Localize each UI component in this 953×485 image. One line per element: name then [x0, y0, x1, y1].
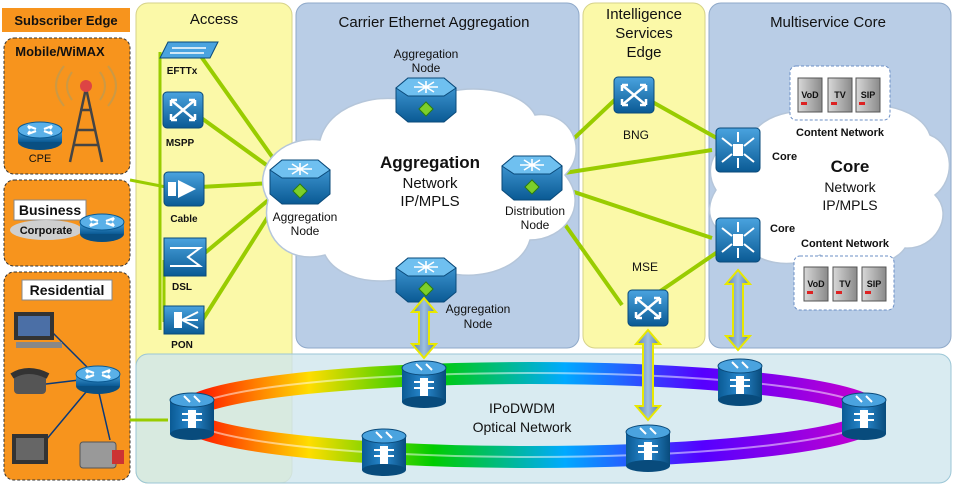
efttx-device	[159, 41, 219, 59]
core-router-top-icon	[715, 127, 761, 173]
cpe-router-icon	[16, 120, 64, 152]
access-aggregation-node-icon	[269, 159, 331, 205]
phone-icon	[10, 368, 50, 394]
residential-label-box	[21, 279, 113, 301]
cpe-label: CPE	[29, 153, 52, 165]
core-router-bottom-label: Core	[770, 223, 795, 235]
bng-icon	[612, 75, 656, 115]
bottom-node-label-2: Node	[464, 317, 493, 331]
residential-links	[45, 329, 111, 441]
bottom-aggregation-node-icon	[395, 257, 457, 303]
optical-node-west-icon	[169, 392, 215, 441]
access-title: Access	[190, 11, 238, 28]
optical-title: IPoDWDM	[489, 400, 555, 416]
dsl-icon	[163, 237, 207, 277]
subscriber-access-links	[129, 52, 168, 422]
tv-icon	[12, 434, 48, 464]
cable-icon	[163, 171, 205, 207]
aggregation-cloud	[262, 88, 577, 282]
core-cloud-title: Core	[831, 157, 870, 176]
bottom-node-label-1: Aggregation	[446, 302, 511, 316]
sip-label-bottom: SIP	[867, 279, 882, 289]
business-router-icon	[78, 212, 126, 244]
top-node-label-2: Node	[412, 61, 441, 75]
optical-node-south-icon	[625, 424, 671, 473]
core-title: Multiservice Core	[770, 14, 886, 31]
business-title: Business	[19, 202, 81, 218]
cable-label: Cable	[170, 214, 198, 225]
access-agg-label-1: Aggregation	[273, 210, 338, 224]
mspp-label: MSPP	[166, 138, 195, 149]
vertical-arrows	[409, 268, 753, 422]
mse-icon	[626, 288, 670, 328]
subscriber-edge-header	[2, 8, 130, 32]
carrier-title: Carrier Ethernet Aggregation	[339, 14, 530, 31]
computer-icon	[14, 312, 62, 348]
agg-cloud-title: Aggregation	[380, 153, 480, 172]
optical-node-southwest-icon	[361, 428, 407, 477]
core-cloud-line3: IP/MPLS	[822, 197, 877, 213]
business-label-box	[13, 199, 87, 221]
sip-label-top: SIP	[861, 90, 876, 100]
mobile-title: Mobile/WiMAX	[15, 44, 105, 59]
corporate-label: Corporate	[20, 225, 73, 237]
cell-tower-icon	[55, 65, 117, 163]
vod-label-top: VoD	[801, 90, 819, 100]
efttx-label: EFTTx	[167, 66, 198, 77]
distribution-node-icon	[501, 155, 563, 201]
tv-label-top: TV	[834, 90, 846, 100]
pon-label: PON	[171, 340, 193, 351]
corporate-cloud	[10, 220, 82, 240]
content-network-top-label: Content Network	[796, 127, 885, 139]
mspp-icon	[161, 90, 205, 130]
camera-icon	[79, 441, 124, 469]
residential-title: Residential	[30, 282, 105, 298]
intelligence-title-2: Services	[615, 25, 673, 42]
agg-cloud-line2: Network	[402, 175, 458, 192]
subscriber-edge-title: Subscriber Edge	[14, 13, 117, 28]
optical-subtitle: Optical Network	[473, 419, 573, 435]
agg-cloud-line3: IP/MPLS	[400, 193, 459, 210]
top-node-label-1: Aggregation	[394, 47, 459, 61]
core-cloud	[708, 104, 951, 268]
optical-node-north-icon	[401, 360, 447, 409]
pon-icon	[163, 305, 205, 335]
core-router-bottom-icon	[715, 217, 761, 263]
intelligence-title-1: Intelligence	[606, 6, 682, 23]
tv-label-bottom: TV	[839, 279, 851, 289]
optical-node-east-icon	[841, 392, 887, 441]
mse-label: MSE	[632, 260, 658, 274]
intelligence-title-3: Edge	[626, 44, 661, 61]
core-cloud-line2: Network	[824, 179, 876, 195]
dist-node-label-2: Node	[521, 218, 550, 232]
optical-node-northeast-icon	[717, 358, 763, 407]
core-router-top-label: Core	[772, 151, 797, 163]
dsl-label: DSL	[172, 282, 192, 293]
residential-router-icon	[74, 364, 122, 396]
content-network-bottom-label: Content Network	[801, 238, 890, 250]
bng-label: BNG	[623, 128, 649, 142]
dist-node-label-1: Distribution	[505, 204, 565, 218]
vod-label-bottom: VoD	[807, 279, 825, 289]
access-agg-label-2: Node	[291, 224, 320, 238]
top-aggregation-node-icon	[395, 77, 457, 123]
